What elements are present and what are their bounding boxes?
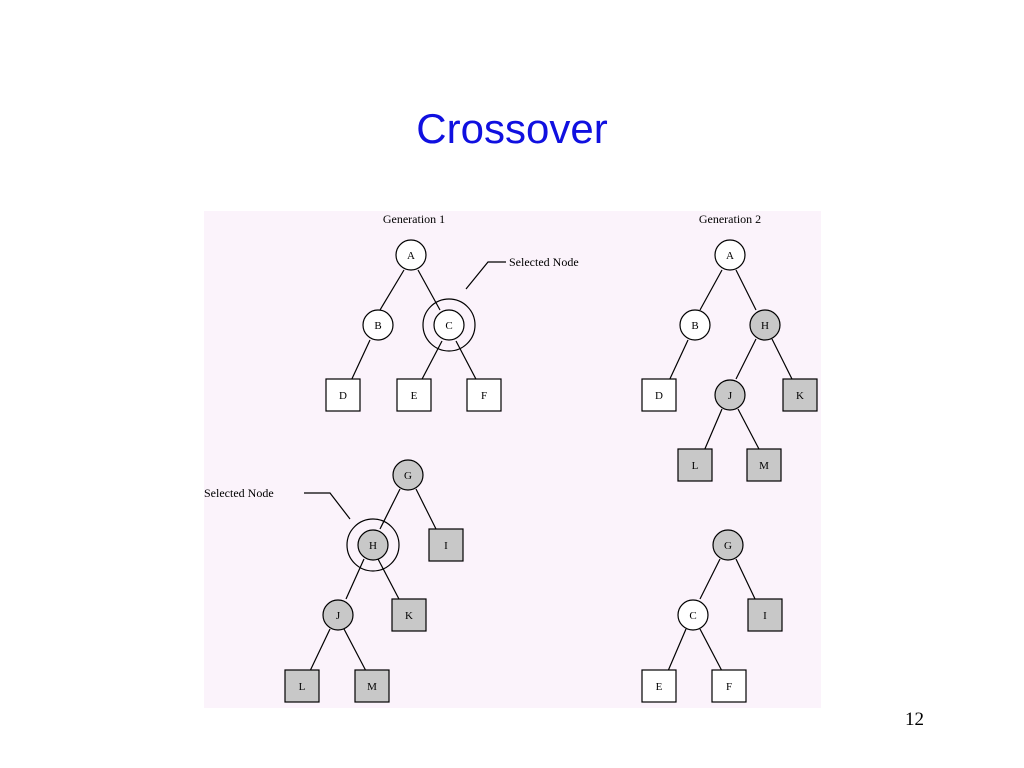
node-a-gen2 bbox=[714, 239, 746, 271]
node-h bbox=[357, 529, 389, 561]
node-i-gen2-label: I bbox=[763, 610, 767, 622]
edge-h-k bbox=[377, 558, 401, 602]
node-g-label: G bbox=[404, 470, 412, 482]
node-k-gen2-label: K bbox=[796, 390, 804, 402]
node-e-label: E bbox=[411, 390, 418, 402]
node-a-label: A bbox=[407, 250, 415, 262]
node-d bbox=[325, 378, 361, 412]
node-m-gen2 bbox=[746, 448, 782, 482]
node-k bbox=[391, 598, 427, 632]
node-f-label: F bbox=[481, 390, 487, 402]
edge-g-i bbox=[415, 488, 437, 530]
node-e-gen2 bbox=[641, 669, 677, 703]
edge-j-l-gen2 bbox=[703, 408, 723, 452]
generation-2-label: Generation 2 bbox=[699, 212, 761, 226]
generation-1-label: Generation 1 bbox=[383, 212, 445, 226]
node-c-gen2-label: C bbox=[689, 610, 696, 622]
crossover-figure: Generation 1 Generation 2 Selected Node … bbox=[204, 211, 821, 708]
node-m bbox=[354, 669, 390, 703]
node-c bbox=[433, 309, 465, 341]
node-e-gen2-label: E bbox=[656, 681, 663, 693]
node-c-label: C bbox=[445, 320, 452, 332]
node-g-gen2 bbox=[712, 529, 744, 561]
edge-a-c bbox=[417, 269, 441, 311]
node-k-label: K bbox=[405, 610, 413, 622]
node-b-label: B bbox=[374, 320, 381, 332]
selection-ring-c bbox=[422, 298, 476, 352]
callout-line-2 bbox=[304, 492, 351, 520]
page-number: 12 bbox=[905, 709, 924, 730]
node-d-label: D bbox=[339, 390, 347, 402]
node-b bbox=[362, 309, 394, 341]
edge-c-f bbox=[455, 340, 479, 384]
edge-h-k-gen2 bbox=[771, 338, 795, 384]
node-i-label: I bbox=[444, 540, 448, 552]
edge-g-c-gen2 bbox=[699, 558, 721, 600]
node-l-label: L bbox=[299, 681, 306, 693]
crossover-diagram: Generation 1 Generation 2 Selected Node … bbox=[204, 212, 818, 703]
selected-node-label-1: Selected Node bbox=[509, 255, 579, 269]
edge-h-j bbox=[345, 558, 365, 600]
node-i-gen2 bbox=[747, 598, 783, 632]
callout-line-1 bbox=[465, 261, 506, 290]
edge-b-d bbox=[349, 339, 371, 384]
node-l-gen2 bbox=[677, 448, 713, 482]
node-d-gen2 bbox=[641, 378, 677, 412]
edge-a-h-gen2 bbox=[735, 269, 757, 311]
node-l bbox=[284, 669, 320, 703]
node-b-gen2-label: B bbox=[691, 320, 698, 332]
node-a bbox=[395, 239, 427, 271]
slide-title: Crossover bbox=[416, 105, 608, 152]
edge-a-b bbox=[379, 269, 405, 311]
node-h-label: H bbox=[369, 540, 377, 552]
node-h-gen2 bbox=[749, 309, 781, 341]
selected-node-label-2: Selected Node bbox=[204, 486, 274, 500]
node-m-gen2-label: M bbox=[759, 460, 769, 472]
node-i bbox=[428, 528, 464, 562]
selection-ring-h bbox=[346, 518, 400, 572]
edge-h-j-gen2 bbox=[735, 338, 757, 380]
edge-g-h bbox=[379, 488, 401, 530]
edge-a-b-gen2 bbox=[699, 269, 723, 311]
node-g bbox=[392, 459, 424, 491]
node-k-gen2 bbox=[782, 378, 818, 412]
node-e bbox=[396, 378, 432, 412]
node-f bbox=[466, 378, 502, 412]
node-f-gen2-label: F bbox=[726, 681, 732, 693]
node-b-gen2 bbox=[679, 309, 711, 341]
edge-c-f-gen2 bbox=[699, 628, 723, 672]
edge-j-m-gen2 bbox=[737, 408, 761, 452]
node-f-gen2 bbox=[711, 669, 747, 703]
edge-c-e-gen2 bbox=[667, 628, 687, 672]
edge-j-l bbox=[309, 628, 331, 672]
node-d-gen2-label: D bbox=[655, 390, 663, 402]
edge-j-m bbox=[343, 628, 367, 672]
node-j-gen2 bbox=[714, 379, 746, 411]
node-g-gen2-label: G bbox=[724, 540, 732, 552]
edge-b-d-gen2 bbox=[667, 339, 689, 384]
node-h-gen2-label: H bbox=[761, 320, 769, 332]
node-j-gen2-label: J bbox=[728, 390, 733, 402]
node-j bbox=[322, 599, 354, 631]
node-m-label: M bbox=[367, 681, 377, 693]
node-a-gen2-label: A bbox=[726, 250, 734, 262]
edge-g-i-gen2 bbox=[735, 558, 757, 602]
edge-c-e bbox=[419, 340, 443, 384]
node-l-gen2-label: L bbox=[692, 460, 699, 472]
node-c-gen2 bbox=[677, 599, 709, 631]
node-j-label: J bbox=[336, 610, 341, 622]
